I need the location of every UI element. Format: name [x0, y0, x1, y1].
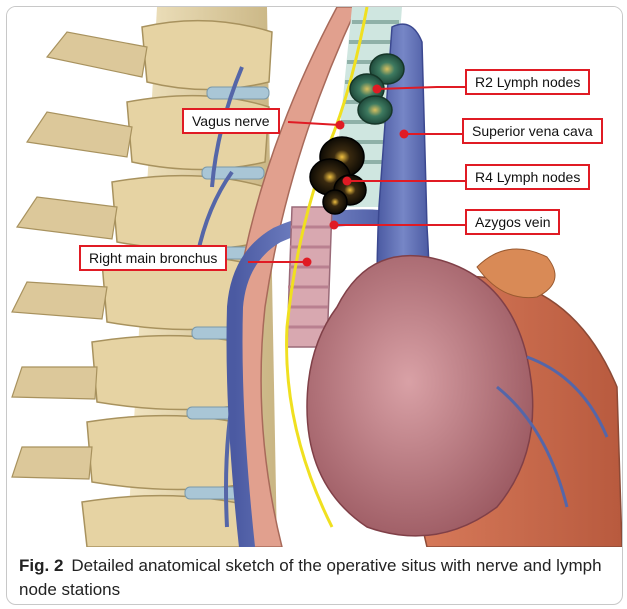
label-vagus-nerve: Vagus nerve [182, 108, 280, 134]
label-right-main-bronchus: Right main bronchus [79, 245, 227, 271]
caption-text: Detailed anatomical sketch of the operat… [19, 556, 602, 599]
figure-number: Fig. 2 [19, 556, 63, 575]
label-r4-lymph-nodes: R4 Lymph nodes [465, 164, 590, 190]
figure-frame: R2 Lymph nodes Vagus nerve Superior vena… [6, 6, 623, 605]
label-r2-lymph-nodes: R2 Lymph nodes [465, 69, 590, 95]
label-superior-vena-cava: Superior vena cava [462, 118, 603, 144]
label-azygos-vein: Azygos vein [465, 209, 560, 235]
